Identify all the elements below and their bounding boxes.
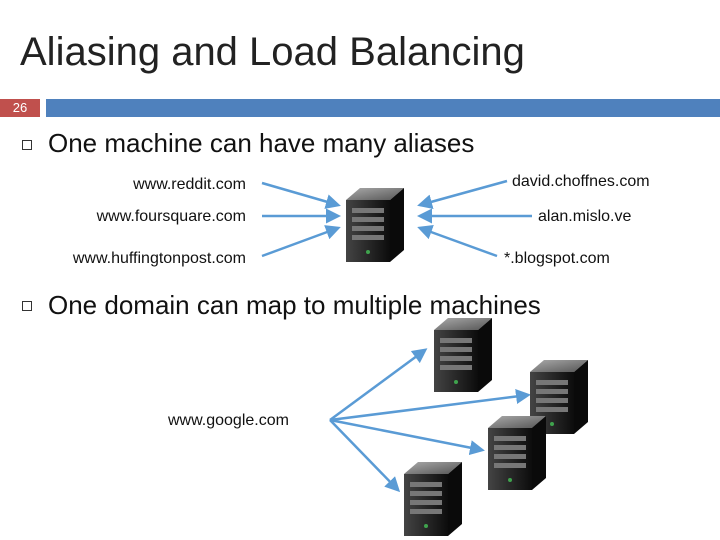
arrow-line — [329, 389, 531, 422]
server-icon — [488, 416, 546, 490]
alias-left-label: www.foursquare.com — [96, 208, 246, 225]
alias-right-label: alan.mislo.ve — [538, 208, 632, 225]
arrow-line — [417, 179, 508, 210]
arrow-line — [261, 225, 341, 258]
arrow-line — [261, 181, 341, 209]
accent-bar — [46, 99, 720, 117]
bullet-icon — [22, 140, 32, 150]
bullet-icon — [22, 301, 32, 311]
server-icon — [434, 318, 492, 392]
page-number: 26 — [0, 99, 40, 117]
server-icon — [346, 188, 404, 262]
alias-left-label: www.huffingtonpost.com — [72, 250, 246, 267]
alias-left-label: www.reddit.com — [133, 176, 246, 193]
server-icon — [404, 462, 462, 536]
arrow-line — [329, 418, 485, 456]
arrow-line — [329, 348, 428, 422]
alias-right-label: david.choffnes.com — [512, 173, 650, 190]
arrow-line — [329, 419, 401, 493]
bullet-aliases: One machine can have many aliases — [48, 128, 475, 158]
alias-right-label: *.blogspot.com — [504, 250, 610, 267]
arrow-line — [417, 225, 498, 258]
bullet-multiple-machines: One domain can map to multiple machines — [48, 290, 541, 320]
domain-label: www.google.com — [168, 412, 289, 429]
slide-title: Aliasing and Load Balancing — [20, 30, 525, 74]
